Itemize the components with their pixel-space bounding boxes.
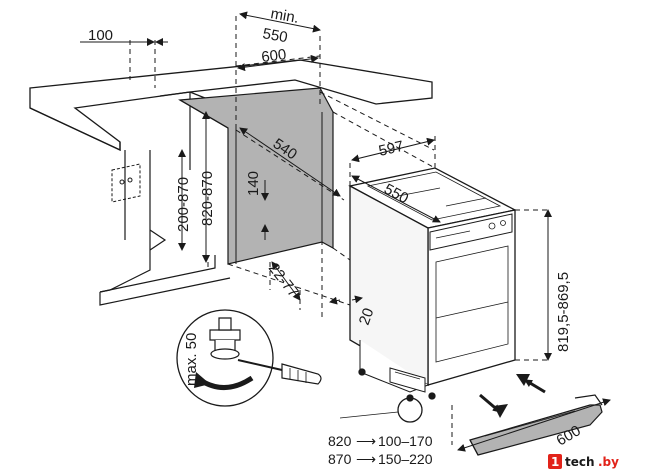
rotate-arrow-icon (194, 372, 254, 390)
dim-100: 100 (88, 27, 113, 44)
dim-min-label: min. (269, 5, 300, 27)
watermark-prefix: 1 (551, 455, 559, 469)
table-row-1-arrow: ⟶ (356, 433, 376, 449)
table-row-2-to: 150–220 (378, 451, 433, 467)
dim-597: 597 (377, 138, 405, 160)
table-row-2-from: 870 (328, 451, 352, 467)
table-row-1-from: 820 (328, 433, 352, 449)
power-socket-icon (111, 163, 141, 203)
dim-max-50: max. 50 (183, 333, 200, 386)
table-row-2-arrow: ⟶ (356, 451, 376, 467)
dim-600-top: 600 (260, 46, 287, 66)
height-table: 820 ⟶ 100–170 870 ⟶ 150–220 (328, 433, 433, 467)
watermark-main: tech (565, 455, 595, 469)
bold-arrowheads (494, 374, 530, 418)
watermark-logo: 1 tech .by (542, 452, 668, 471)
dim-20: 20 (356, 306, 378, 327)
screwdriver-icon (237, 359, 322, 385)
dim-820-870: 820-870 (199, 171, 216, 226)
watermark-suffix: .by (598, 455, 619, 469)
cabinet-walls (99, 92, 231, 306)
dim-140: 140 (245, 171, 262, 196)
foot-highlight (397, 397, 423, 423)
refrigerator (348, 167, 517, 402)
dimension-lines (80, 11, 611, 452)
foot-leader (339, 411, 399, 419)
dim-200-870: 200-870 (175, 177, 192, 232)
install-arrows (479, 378, 546, 414)
table-row-1-to: 100–170 (378, 433, 433, 449)
dim-550-top: 550 (261, 25, 289, 46)
dim-819-869: 819,5-869,5 (555, 272, 572, 352)
adjustable-foot-detail (176, 309, 274, 407)
